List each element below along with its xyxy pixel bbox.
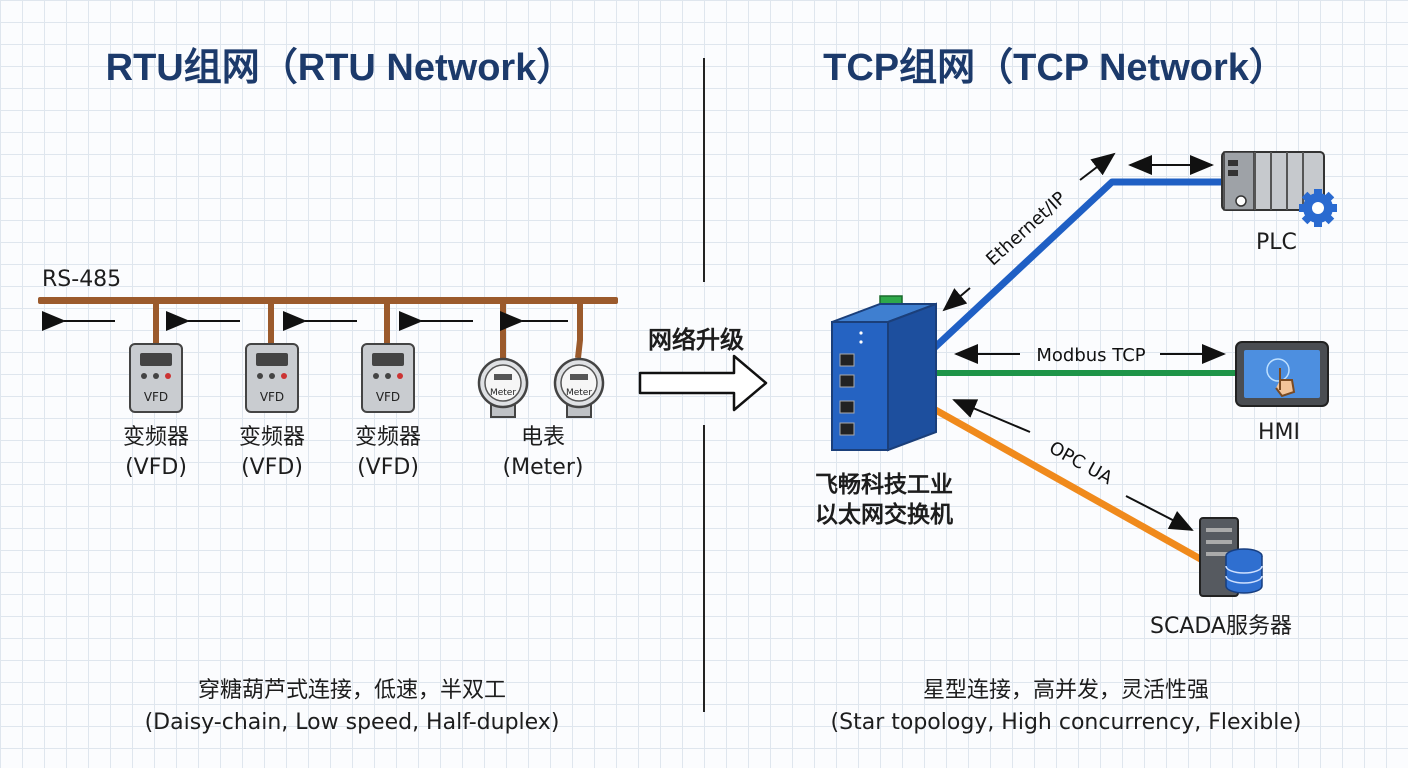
protocol-arrows	[942, 152, 1226, 531]
tcp-footer-line1: 星型连接，高并发，灵活性强	[922, 678, 1210, 703]
device-name: 变频器	[122, 425, 190, 450]
plc-label: PLC	[1256, 230, 1297, 255]
protocol-label-modbus-tcp: Modbus TCP	[1036, 345, 1145, 366]
device-sub: (VFD)	[241, 455, 303, 480]
device-sub: (VFD)	[125, 455, 187, 480]
switch-label-line2: 以太网交换机	[815, 502, 953, 528]
plc-icon	[1221, 151, 1325, 211]
tcp-footer: 星型连接，高并发，灵活性强 (Star topology, High concu…	[831, 675, 1302, 739]
rs485-bus	[38, 297, 618, 304]
scada-label: SCADA服务器	[1150, 614, 1292, 639]
device-name: 电表	[520, 425, 566, 450]
rtu-title: RTU组网（RTU Network）	[105, 47, 575, 89]
meter-icon: Meter	[553, 357, 605, 418]
industrial-switch-icon	[831, 295, 937, 452]
device-label-vfd-2: 变频器 (VFD)	[239, 423, 305, 483]
meter-device-text: Meter	[566, 388, 592, 398]
device-label-meter: 电表 (Meter)	[503, 423, 584, 483]
device-name: 变频器	[354, 425, 422, 450]
database-icon	[1225, 548, 1263, 594]
meter-icon: Meter	[477, 357, 529, 418]
meter-device-text: Meter	[490, 388, 516, 398]
device-sub: (VFD)	[357, 455, 419, 480]
tcp-title: TCP组网（TCP Network）	[823, 47, 1287, 89]
hmi-icon	[1235, 341, 1329, 407]
vfd-device-text: VFD	[144, 390, 168, 404]
device-name: 变频器	[238, 425, 306, 450]
vfd-device-text: VFD	[376, 390, 400, 404]
vfd-icon: VFD	[129, 343, 183, 413]
upgrade-label: 网络升级	[648, 326, 744, 354]
rtu-footer-line1: 穿糖葫芦式连接，低速，半双工	[197, 678, 506, 703]
drop-lines	[153, 303, 583, 363]
upgrade-arrow-icon	[638, 354, 768, 412]
hmi-label: HMI	[1258, 420, 1301, 445]
link-opc-ua	[930, 404, 1206, 565]
rtu-footer: 穿糖葫芦式连接，低速，半双工 (Daisy-chain, Low speed, …	[145, 675, 560, 739]
rtu-footer-line2: (Daisy-chain, Low speed, Half-duplex)	[144, 710, 560, 735]
rtu-diagram: VFD VFD VFD Meter Meter	[38, 297, 618, 418]
device-label-vfd-1: 变频器 (VFD)	[123, 423, 189, 483]
vfd-icon: VFD	[245, 343, 299, 413]
device-sub: (Meter)	[502, 455, 584, 480]
vfd-icon: VFD	[361, 343, 415, 413]
device-label-vfd-3: 变频器 (VFD)	[355, 423, 421, 483]
switch-label: 飞畅科技工业 以太网交换机	[815, 470, 953, 530]
rs485-label: RS-485	[42, 267, 122, 292]
link-ethernet-ip	[929, 178, 1226, 353]
vfd-device-text: VFD	[260, 390, 284, 404]
tcp-footer-line2: (Star topology, High concurrency, Flexib…	[830, 710, 1302, 735]
switch-label-line1: 飞畅科技工业	[815, 472, 953, 498]
gear-icon	[1299, 189, 1337, 227]
